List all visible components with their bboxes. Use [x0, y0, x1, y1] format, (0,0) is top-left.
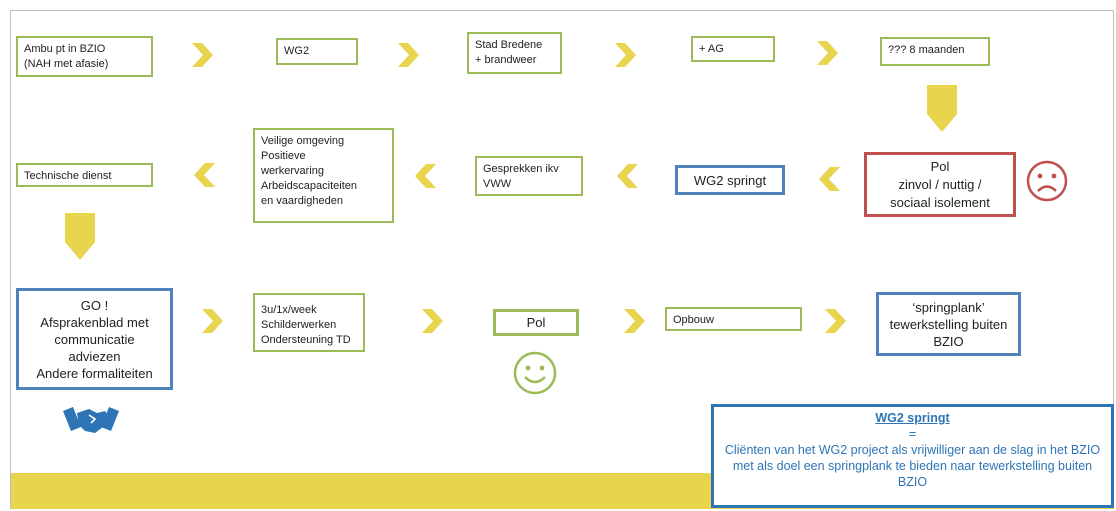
box-go: GO ! Afsprakenblad met communicatie advi… — [16, 288, 173, 390]
arrow-down-icon — [65, 213, 95, 260]
info-note-box: WG2 springt = Cliënten van het WG2 proje… — [711, 404, 1114, 508]
arrow-right-icon — [615, 43, 636, 67]
arrow-left-icon — [194, 163, 215, 187]
box-ambu-pt: Ambu pt in BZIO (NAH met afasie) — [16, 36, 153, 77]
box-8-maanden: ??? 8 maanden — [880, 37, 990, 66]
arrow-right-icon — [192, 43, 213, 67]
note-title: WG2 springt — [875, 411, 950, 425]
box-ag: + AG — [691, 36, 775, 62]
note-equals: = — [908, 427, 917, 441]
arrow-right-icon — [398, 43, 419, 67]
arrow-left-icon — [415, 164, 436, 188]
arrow-right-icon — [422, 309, 443, 333]
box-pol-isolement: Pol zinvol / nuttig / sociaal isolement — [864, 152, 1016, 217]
arrow-right-icon — [624, 309, 645, 333]
box-springplank: ‘springplank’ tewerkstelling buiten BZIO — [876, 292, 1021, 356]
handshake-icon — [63, 407, 119, 433]
arrow-right-icon — [825, 309, 846, 333]
box-gesprekken: Gesprekken ikv VWW — [475, 156, 583, 196]
happy-face-icon — [513, 351, 557, 395]
box-pol: Pol — [493, 309, 579, 336]
arrow-left-icon — [617, 164, 638, 188]
arrow-left-icon — [819, 167, 840, 191]
arrow-right-icon — [817, 41, 838, 65]
arrow-right-icon — [202, 309, 223, 333]
sad-face-icon — [1026, 160, 1068, 202]
box-stad-bredene: Stad Bredene + brandweer — [467, 32, 562, 74]
note-body: Cliënten van het WG2 project als vrijwil… — [724, 443, 1101, 489]
box-opbouw: Opbouw — [665, 307, 802, 331]
box-technische-dienst: Technische dienst — [16, 163, 153, 187]
box-wg2-springt: WG2 springt — [675, 165, 785, 195]
box-schedule: 3u/1x/week Schilderwerken Ondersteuning … — [253, 293, 365, 352]
box-wg2: WG2 — [276, 38, 358, 65]
arrow-down-icon — [927, 85, 957, 132]
box-veilige-omgeving: Veilige omgeving Positieve werkervaring … — [253, 128, 394, 223]
